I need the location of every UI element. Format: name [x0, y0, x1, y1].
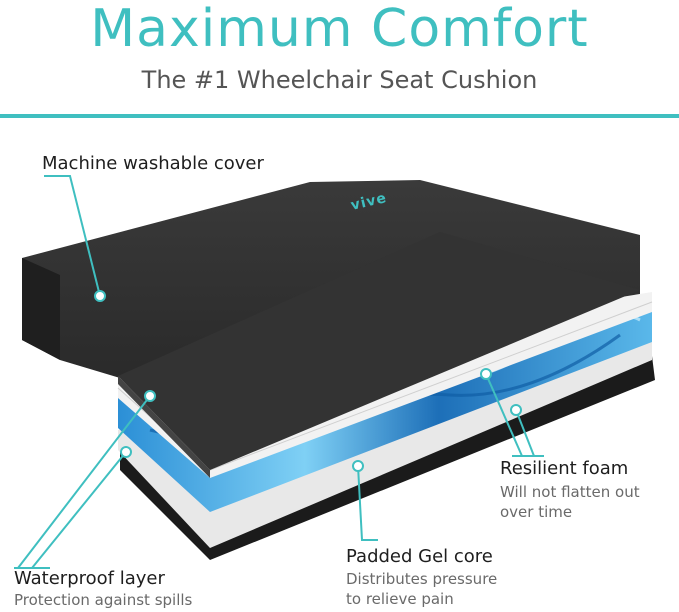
callout-dot-gel [352, 460, 364, 472]
callout-label-gel: Padded Gel core [346, 546, 493, 567]
callout-desc-gel-2: to relieve pain [346, 590, 454, 608]
callout-line-foam-2 [515, 409, 535, 457]
callout-line-waterproof-1 [17, 395, 151, 569]
callout-desc-gel-1: Distributes pressure [346, 570, 498, 588]
cover-flap-front [118, 376, 210, 478]
callout-desc-waterproof: Protection against spills [14, 591, 193, 609]
callout-dot-waterproof-2 [120, 446, 132, 458]
page-title: Maximum Comfort [90, 0, 589, 59]
callout-desc-foam-2: over time [500, 503, 573, 521]
callout-dot-foam-2 [510, 404, 522, 416]
callout-line-waterproof-2 [31, 451, 127, 569]
callout-line-gel [357, 465, 378, 541]
cushion-cover-side [22, 258, 60, 360]
cushion-cover-back [22, 180, 640, 378]
header-divider [0, 114, 679, 118]
page-subtitle: The #1 Wheelchair Seat Cushion [141, 66, 538, 94]
callout-dot-foam-1 [480, 368, 492, 380]
callout-label-waterproof: Waterproof layer [14, 568, 165, 589]
callout-line-foam-1 [485, 373, 523, 457]
callout-dot-cover [94, 290, 106, 302]
cushion-cover-top [118, 232, 640, 470]
callout-label-foam: Resilient foam [500, 458, 629, 479]
callout-dot-waterproof-1 [144, 390, 156, 402]
callout-line-cover [44, 175, 101, 297]
callout-label-cover: Machine washable cover [42, 153, 264, 174]
callout-desc-foam-1: Will not flatten out [500, 483, 640, 501]
